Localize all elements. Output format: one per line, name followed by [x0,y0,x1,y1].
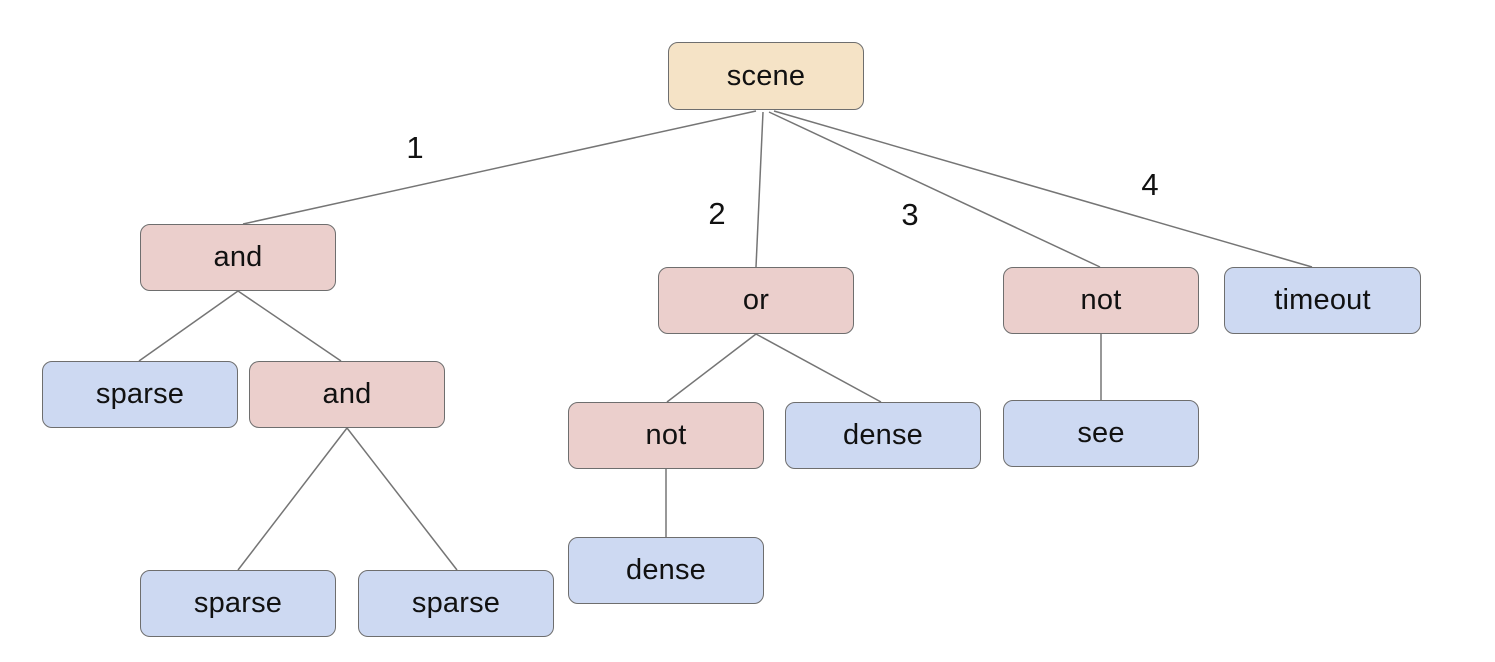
node-dense-1: dense [785,402,981,469]
edge-scene-to-or-1 [755,111,764,268]
node-label: dense [625,554,706,586]
node-label: scene [726,59,806,92]
node-label: and [213,241,263,273]
node-and-2: and [249,361,445,428]
node-not-2: not [568,402,764,469]
edge-scene-to-timeout-1 [773,110,1313,268]
node-label: or [742,284,770,316]
node-label: not [1080,284,1122,316]
node-label: dense [842,419,923,451]
edge-label-3: 3 [901,197,919,232]
node-timeout-1: timeout [1224,267,1421,334]
edge-or-1-to-dense-1 [755,333,882,403]
node-label: not [645,419,687,451]
node-dense-2: dense [568,537,764,604]
edge-and-1-to-and-2 [237,290,342,362]
node-label: sparse [193,587,283,619]
edge-scene-to-not-1 [768,111,1101,268]
node-label: sparse [95,378,185,410]
node-label: see [1077,417,1125,449]
edge-label-2: 2 [708,196,726,231]
node-label: timeout [1274,284,1371,316]
node-label: sparse [411,587,501,619]
node-sparse-3: sparse [358,570,554,637]
edge-or-1-to-not-2 [666,333,757,403]
node-sparse-2: sparse [140,570,336,637]
edge-label-4: 4 [1141,167,1159,202]
edge-and-2-to-sparse-3 [346,427,458,571]
node-sparse-1: sparse [42,361,238,428]
edge-and-1-to-sparse-1 [138,290,239,362]
edge-scene-to-and-1 [242,110,757,225]
node-or-1: or [658,267,854,334]
node-scene: scene [668,42,864,110]
node-label: and [322,378,372,410]
node-see-1: see [1003,400,1199,467]
node-and-1: and [140,224,336,291]
node-not-1: not [1003,267,1199,334]
edge-and-2-to-sparse-2 [237,427,348,571]
edge-label-1: 1 [406,130,424,165]
